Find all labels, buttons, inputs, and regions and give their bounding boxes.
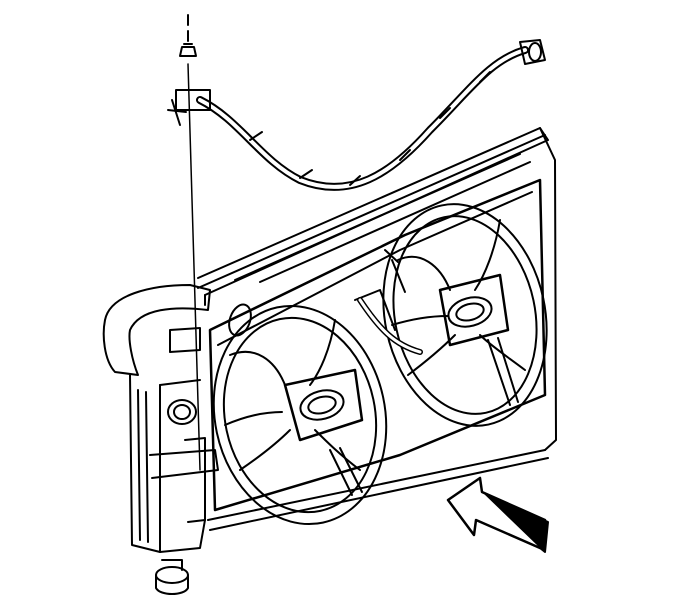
fan-right <box>382 203 548 427</box>
drain-petcock <box>155 559 189 595</box>
top-clip-icon <box>179 43 197 57</box>
fan-shroud <box>208 178 547 512</box>
fan-harness-branch <box>357 249 423 355</box>
reference-line <box>187 14 201 471</box>
fan-struts <box>329 289 519 496</box>
harness-retainer-clip <box>167 89 211 126</box>
front-of-vehicle-arrow <box>446 476 549 553</box>
filler-neck <box>167 399 197 425</box>
left-tank <box>129 374 206 553</box>
fan-left <box>212 304 388 526</box>
cooling-fan-wire-harness <box>196 39 546 191</box>
radiator-core <box>197 127 557 531</box>
left-brackets <box>149 327 219 523</box>
